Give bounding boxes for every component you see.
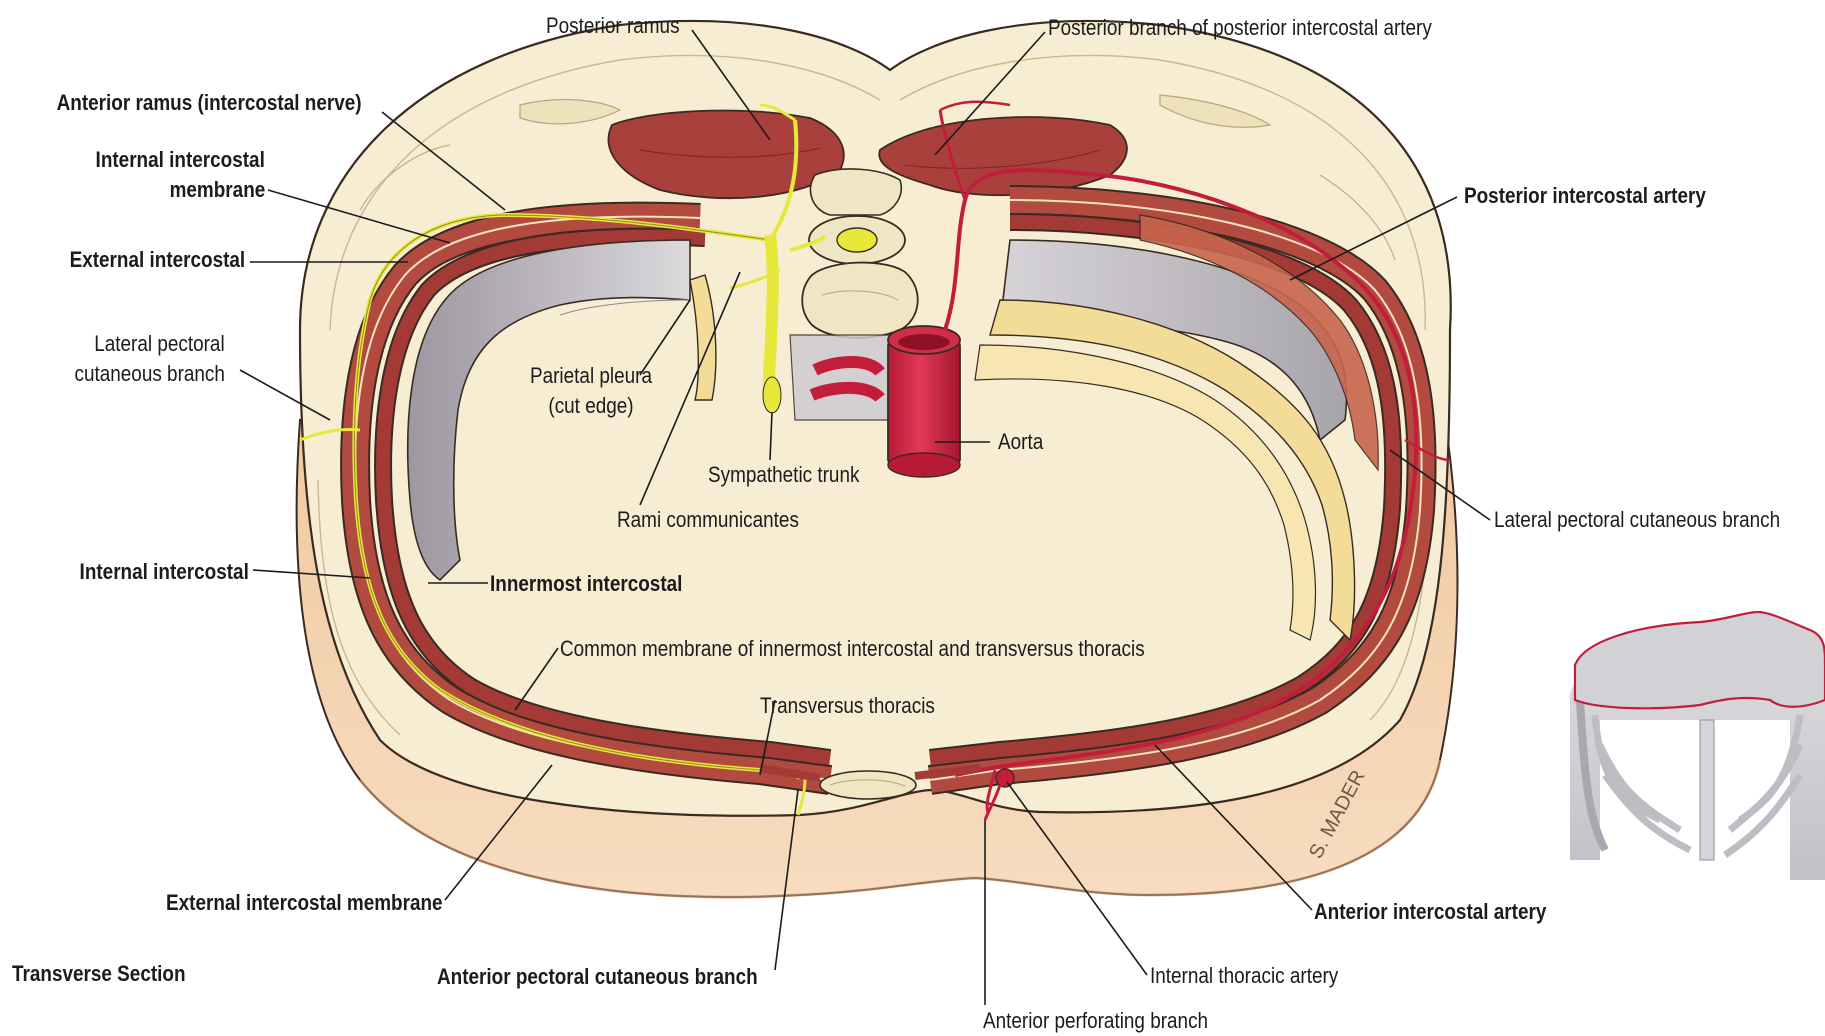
label-lateral-pectoral-right: Lateral pectoral cutaneous branch xyxy=(1494,506,1780,533)
label-innermost-intercostal: Innermost intercostal xyxy=(490,570,682,597)
label-anterior-ramus: Anterior ramus (intercostal nerve) xyxy=(57,89,362,116)
figure-caption: Transverse Section xyxy=(12,960,186,987)
label-common-membrane: Common membrane of innermost intercostal… xyxy=(560,635,1145,662)
label-external-intercostal: External intercostal xyxy=(69,246,245,273)
label-lateral-pectoral-left-2: cutaneous branch xyxy=(75,360,225,387)
label-internal-intercostal-membrane-2: membrane xyxy=(169,176,265,203)
label-parietal-pleura-1: Parietal pleura xyxy=(527,362,656,389)
label-internal-intercostal: Internal intercostal xyxy=(80,558,249,585)
label-aorta: Aorta xyxy=(998,428,1043,455)
label-external-intercostal-membrane: External intercostal membrane xyxy=(166,889,443,916)
label-parietal-pleura-2: (cut edge) xyxy=(527,392,656,419)
label-lateral-pectoral-left-1: Lateral pectoral xyxy=(95,330,225,357)
label-posterior-branch-artery: Posterior branch of posterior intercosta… xyxy=(1048,14,1432,41)
label-sympathetic-trunk: Sympathetic trunk xyxy=(708,461,859,488)
label-transversus-thoracis: Transversus thoracis xyxy=(760,692,935,719)
label-internal-thoracic-artery: Internal thoracic artery xyxy=(1150,962,1338,989)
label-anterior-perforating-branch: Anterior perforating branch xyxy=(983,1007,1208,1034)
label-posterior-ramus: Posterior ramus xyxy=(546,12,680,39)
label-anterior-intercostal-artery: Anterior intercostal artery xyxy=(1314,898,1546,925)
orientation-ribcage-thumbnail xyxy=(1570,612,1825,880)
label-internal-intercostal-membrane-1: Internal intercostal xyxy=(96,146,265,173)
label-posterior-intercostal-artery: Posterior intercostal artery xyxy=(1464,182,1706,209)
label-rami-communicantes: Rami communicantes xyxy=(617,506,799,533)
label-anterior-pectoral-cutaneous: Anterior pectoral cutaneous branch xyxy=(437,963,758,990)
